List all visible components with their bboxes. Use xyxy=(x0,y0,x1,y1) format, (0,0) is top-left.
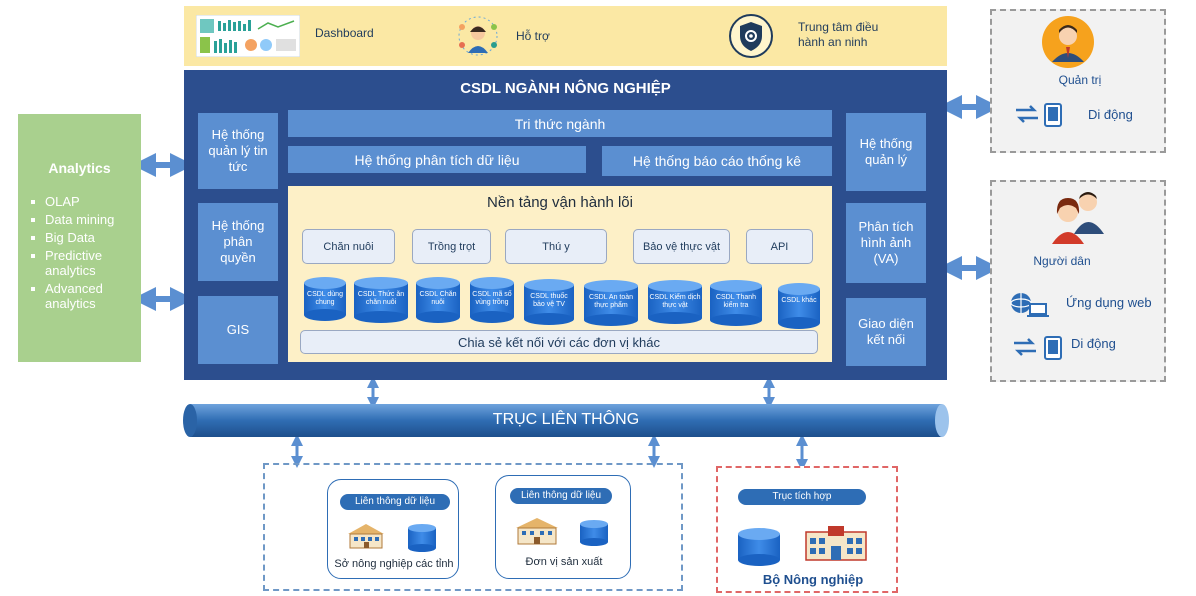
module-veterinary: Thú y xyxy=(505,229,607,264)
mobile-phone-icon xyxy=(1044,336,1062,360)
ministry-box: Trục tích hợp Bộ Nông nghiệp xyxy=(716,466,898,593)
database-icon xyxy=(738,528,780,566)
bus-pipe xyxy=(183,404,949,437)
csdl-panel: CSDL NGÀNH NÔNG NGHIỆP Hệ thống quản lý … xyxy=(184,70,947,380)
data-link-pill: Liên thông dữ liệu xyxy=(340,494,450,510)
analytics-title: Analytics xyxy=(48,160,111,176)
news-management-box: Hệ thống quản lý tin tức xyxy=(198,113,278,189)
citizen-mobile-label: Di động xyxy=(1071,336,1116,351)
connection-interface-box: Giao diện kết nối xyxy=(846,298,926,366)
db-pesticide: CSDL thuốc bảo vệ TV xyxy=(524,279,574,325)
provincial-department-label: Sở nông nghiệp các tỉnh xyxy=(334,558,454,570)
production-unit: Liên thông dữ liệu Đơn vị sản xuất xyxy=(495,475,631,579)
industry-knowledge-band: Tri thức ngành xyxy=(288,110,832,137)
db-feed: CSDL Thức ăn chăn nuôi xyxy=(354,277,408,323)
module-livestock: Chăn nuôi xyxy=(302,229,395,264)
support-label: Hỗ trợ xyxy=(516,29,550,43)
admin-mobile-label: Di động xyxy=(1088,107,1133,122)
management-system-box: Hệ thống quản lý xyxy=(846,113,926,191)
building-icon xyxy=(348,524,384,549)
db-food-safety: CSDL An toàn thực phẩm xyxy=(584,280,638,326)
module-plant-protection: Bảo vệ thực vật xyxy=(633,229,730,264)
database-icon xyxy=(416,277,460,323)
analytics-item: Data mining xyxy=(28,212,138,227)
citizen-people-icon xyxy=(1052,192,1104,244)
data-analysis-band: Hệ thống phân tích dữ liệu xyxy=(288,146,586,173)
csdl-title: CSDL NGÀNH NÔNG NGHIỆP xyxy=(460,80,671,97)
analytics-item: OLAP xyxy=(28,194,138,209)
db-plant-quarantine: CSDL Kiểm dịch thực vật xyxy=(648,280,702,324)
dashboard-thumbnail-icon xyxy=(196,15,300,57)
sync-icon xyxy=(1016,105,1038,123)
top-bar: Dashboard Hỗ trợ Trung tâm điều hành an … xyxy=(184,6,947,66)
database-icon xyxy=(408,524,436,552)
module-cultivation: Trồng trọt xyxy=(412,229,491,264)
database-icon xyxy=(778,283,820,329)
database-icon xyxy=(648,280,702,324)
share-connection-band: Chia sẻ kết nối với các đơn vị khác xyxy=(300,330,818,354)
module-api: API xyxy=(746,229,813,264)
interconnection-bus-label: TRỤC LIÊN THÔNG xyxy=(492,411,640,428)
admin-avatar-icon xyxy=(1042,16,1094,68)
statistics-report-band: Hệ thống báo cáo thống kê xyxy=(602,146,832,176)
db-other: CSDL khác xyxy=(778,283,820,329)
provincial-department-unit: Liên thông dữ liệu Sở nông nghiệp các tỉ… xyxy=(327,479,459,579)
db-inspection: CSDL Thanh kiểm tra xyxy=(710,280,762,326)
web-app-icon xyxy=(1010,293,1049,317)
database-icon xyxy=(584,280,638,326)
analytics-item: Predictive analytics xyxy=(28,248,138,278)
db-shared: CSDL dùng chung xyxy=(304,277,346,321)
db-growing-area: CSDL mã số vùng trồng xyxy=(470,277,514,323)
security-shield-icon xyxy=(729,14,773,58)
building-icon xyxy=(516,518,558,545)
authorization-box: Hệ thống phân quyền xyxy=(198,203,278,281)
ministry-building-icon xyxy=(805,526,867,561)
analytics-item: Big Data xyxy=(28,230,138,245)
citizen-title: Người dân xyxy=(1033,254,1091,268)
production-unit-label: Đơn vị sản xuất xyxy=(525,556,603,568)
support-agent-icon xyxy=(458,16,498,56)
sync-icon xyxy=(1014,338,1036,356)
analytics-list: OLAP Data mining Big Data Predictive ana… xyxy=(28,194,138,314)
mobile-phone-icon xyxy=(1044,103,1062,127)
analytics-item: Advanced analytics xyxy=(28,281,138,311)
ministry-label: Bộ Nông nghiệp xyxy=(762,572,864,587)
database-icon xyxy=(524,279,574,325)
admin-title: Quản trị xyxy=(1058,73,1102,87)
database-icon xyxy=(470,277,514,323)
data-link-pill: Liên thông dữ liệu xyxy=(510,488,612,504)
core-platform: Nền tảng vận hành lõi Chăn nuôi Trồng tr… xyxy=(288,186,832,362)
gis-box: GIS xyxy=(198,296,278,364)
local-units-group: Liên thông dữ liệu Sở nông nghiệp các tỉ… xyxy=(263,463,683,591)
citizen-box: Người dân Ứng dụng web Di động xyxy=(990,180,1166,382)
db-livestock: CSDL Chăn nuôi xyxy=(416,277,460,323)
database-icon xyxy=(304,277,346,321)
database-icon xyxy=(580,520,608,546)
dashboard-label: Dashboard xyxy=(315,26,374,40)
analytics-panel: Analytics OLAP Data mining Big Data Pred… xyxy=(18,114,141,362)
database-icon xyxy=(710,280,762,326)
core-platform-title: Nền tảng vận hành lõi xyxy=(487,194,633,211)
citizen-web-label: Ứng dụng web xyxy=(1066,295,1152,310)
integration-axis-pill: Trục tích hợp xyxy=(738,489,866,505)
image-analysis-box: Phân tích hình ảnh (VA) xyxy=(846,203,926,283)
database-icon xyxy=(354,277,408,323)
admin-box: Quản trị Di động xyxy=(990,9,1166,153)
security-center-label: Trung tâm điều hành an ninh xyxy=(798,20,879,49)
